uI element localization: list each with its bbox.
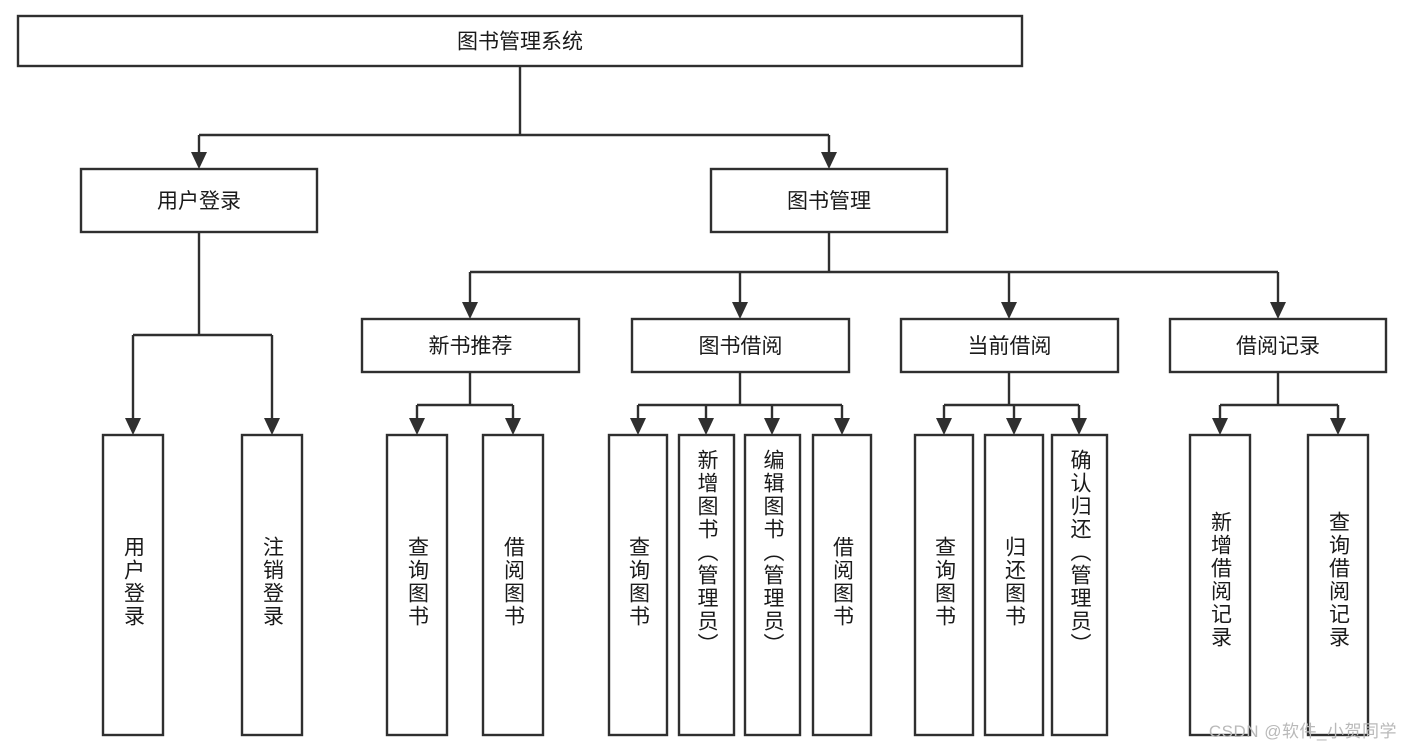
node-label: 图书管理系统 [457, 31, 583, 54]
node-label: 新增借阅记录 [1209, 511, 1233, 649]
node-label: 编辑图书（管理员） [761, 449, 785, 656]
node-level3-0[interactable]: 新书推荐 [360, 317, 581, 374]
book-drop-0-arrowhead [462, 302, 478, 319]
node-label: 借阅记录 [1236, 335, 1320, 358]
login-drop-1-arrowhead [264, 418, 280, 435]
node-box [101, 433, 165, 737]
node-leaf-1[interactable]: 注销登录 [240, 433, 304, 737]
node-level2-1[interactable]: 图书管理 [709, 167, 949, 234]
node-box [983, 433, 1045, 737]
sub-2-drop-2-arrowhead [1071, 418, 1087, 435]
node-label: 查询图书 [933, 536, 957, 628]
node-label: 借阅图书 [831, 536, 855, 628]
node-box [1168, 317, 1388, 374]
node-box [240, 433, 304, 737]
node-label: 新书推荐 [429, 335, 513, 358]
node-level3-2[interactable]: 当前借阅 [899, 317, 1120, 374]
sub-1-drop-3-arrowhead [834, 418, 850, 435]
node-leaf-4[interactable]: 查询图书 [607, 433, 669, 737]
sub-3-drop-1-arrowhead [1330, 418, 1346, 435]
sub-2-drop-1-arrowhead [1006, 418, 1022, 435]
root-drop-1-arrowhead [821, 152, 837, 169]
node-box [360, 317, 581, 374]
node-box [811, 433, 873, 737]
node-leaf-2[interactable]: 查询图书 [385, 433, 449, 737]
node-label: 借阅图书 [502, 536, 526, 628]
sub-0-drop-1-arrowhead [505, 418, 521, 435]
sub-3-drop-0-arrowhead [1212, 418, 1228, 435]
node-label: 新增图书（管理员） [695, 449, 719, 656]
node-box [481, 433, 545, 737]
watermark-text: CSDN @软件_小贺同学 [1208, 722, 1397, 741]
node-box [385, 433, 449, 737]
node-box [607, 433, 669, 737]
node-box [630, 317, 851, 374]
node-label: 查询借阅记录 [1327, 511, 1351, 649]
book-drop-2-arrowhead [1001, 302, 1017, 319]
sub-1-drop-2-arrowhead [764, 418, 780, 435]
node-leaf-7[interactable]: 借阅图书 [811, 433, 873, 737]
node-box [1188, 433, 1252, 737]
node-box [16, 14, 1024, 68]
node-label: 当前借阅 [968, 335, 1052, 358]
node-leaf-9[interactable]: 归还图书 [983, 433, 1045, 737]
node-leaf-10[interactable]: 确认归还（管理员） [1050, 433, 1109, 737]
node-label: 注销登录 [261, 536, 285, 628]
node-label: 图书借阅 [699, 335, 783, 358]
root-drop-0-arrowhead [191, 152, 207, 169]
sub-1-drop-0-arrowhead [630, 418, 646, 435]
node-label: 归还图书 [1003, 536, 1027, 628]
node-label: 查询图书 [627, 536, 651, 628]
login-drop-0-arrowhead [125, 418, 141, 435]
node-label: 用户登录 [122, 536, 146, 628]
node-leaf-3[interactable]: 借阅图书 [481, 433, 545, 737]
node-leaf-6[interactable]: 编辑图书（管理员） [743, 433, 802, 737]
node-label: 查询图书 [406, 536, 430, 628]
node-box [79, 167, 319, 234]
book-drop-1-arrowhead [732, 302, 748, 319]
node-box [709, 167, 949, 234]
node-box [899, 317, 1120, 374]
node-box [1306, 433, 1370, 737]
node-label: 确认归还（管理员） [1068, 449, 1092, 656]
node-label: 用户登录 [157, 190, 241, 213]
node-level3-1[interactable]: 图书借阅 [630, 317, 851, 374]
node-leaf-11[interactable]: 新增借阅记录 [1188, 433, 1252, 737]
sub-1-drop-1-arrowhead [698, 418, 714, 435]
node-label: 图书管理 [787, 190, 871, 213]
node-root-0[interactable]: 图书管理系统 [16, 14, 1024, 68]
book-drop-3-arrowhead [1270, 302, 1286, 319]
sub-2-drop-0-arrowhead [936, 418, 952, 435]
node-level3-3[interactable]: 借阅记录 [1168, 317, 1388, 374]
node-leaf-12[interactable]: 查询借阅记录 [1306, 433, 1370, 737]
node-box [743, 433, 802, 737]
node-leaf-5[interactable]: 新增图书（管理员） [677, 433, 736, 737]
node-box [913, 433, 975, 737]
node-leaf-8[interactable]: 查询图书 [913, 433, 975, 737]
node-level2-0[interactable]: 用户登录 [79, 167, 319, 234]
node-box [677, 433, 736, 737]
node-box [1050, 433, 1109, 737]
sub-0-drop-0-arrowhead [409, 418, 425, 435]
node-leaf-0[interactable]: 用户登录 [101, 433, 165, 737]
